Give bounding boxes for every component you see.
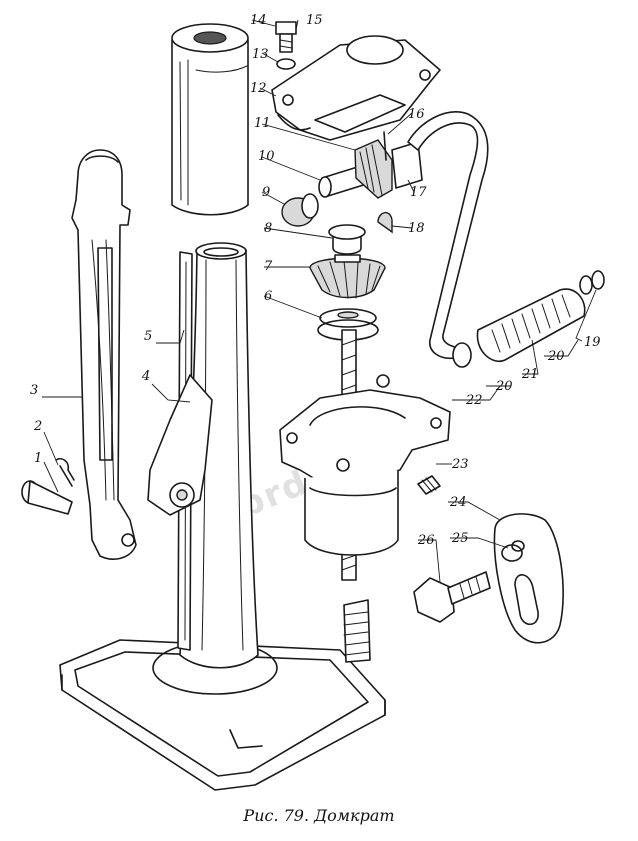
- pawl-lever: [147, 374, 213, 516]
- cotter-pin: [55, 457, 75, 487]
- callout-7: 7: [264, 259, 273, 274]
- callout-16: 16: [408, 107, 425, 122]
- callout-8: 8: [264, 221, 272, 236]
- callout-20b: 20: [495, 379, 513, 394]
- figure-caption: Рис. 79. Домкрат: [243, 806, 395, 825]
- small-bevel-gear: [354, 139, 423, 199]
- handle-pin: [21, 480, 73, 515]
- callout-labels: 1 2 3 4 5 6 7 8 9 10 11 12 13 14 15 16 1…: [30, 13, 601, 548]
- plate-washer: [501, 540, 525, 562]
- crank-arm: [407, 111, 489, 360]
- callout-17: 17: [410, 185, 427, 200]
- callout-22: 22: [465, 393, 483, 408]
- callout-3: 3: [30, 383, 38, 398]
- lock-washers: [579, 270, 605, 295]
- cap-nut: [328, 224, 366, 255]
- callout-13: 13: [252, 47, 269, 62]
- callout-12: 12: [250, 81, 267, 96]
- mounting-plate: [493, 513, 564, 644]
- plug-bushing: [281, 193, 319, 227]
- large-bevel-gear: [309, 254, 386, 299]
- callout-20a: 20: [547, 349, 565, 364]
- callout-19: 19: [584, 335, 601, 350]
- callout-21: 21: [521, 367, 539, 382]
- grease-fitting: [417, 475, 441, 495]
- crank-knob: [452, 288, 586, 368]
- callout-11: 11: [254, 116, 271, 131]
- callout-2: 2: [33, 419, 42, 434]
- spring-washer: [276, 58, 296, 70]
- callout-25: 25: [451, 531, 469, 546]
- housing-cover: [271, 35, 441, 141]
- callout-26: 26: [417, 533, 435, 548]
- callout-9: 9: [262, 185, 270, 200]
- jack-handle: [71, 149, 137, 560]
- callout-5: 5: [144, 329, 152, 344]
- leader-lines: [42, 19, 597, 583]
- callout-10: 10: [258, 149, 275, 164]
- cover-bolt: [275, 21, 297, 53]
- callout-1: 1: [34, 451, 42, 466]
- callout-6: 6: [264, 289, 272, 304]
- gear-housing: [279, 374, 451, 556]
- segment-key: [377, 212, 393, 234]
- sleeve-tube: [171, 23, 249, 216]
- plate-bolt: [413, 571, 491, 623]
- callout-24: 24: [449, 495, 467, 510]
- callout-15: 15: [306, 13, 323, 28]
- jack-base-stand: [59, 242, 386, 791]
- callout-14: 14: [250, 13, 267, 28]
- shaft-pin: [383, 131, 387, 161]
- callout-23: 23: [451, 457, 469, 472]
- callout-4: 4: [141, 369, 150, 384]
- callout-18: 18: [408, 221, 425, 236]
